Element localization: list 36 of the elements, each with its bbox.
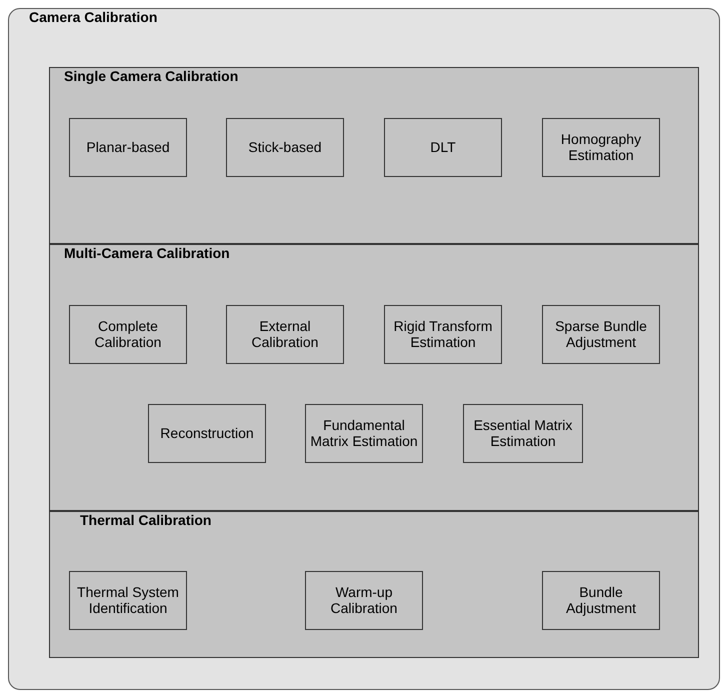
method-label: Thermal System Identification bbox=[76, 585, 180, 616]
method-label: Fundamental Matrix Estimation bbox=[309, 418, 419, 449]
method-box bbox=[305, 404, 423, 463]
method-label: Reconstruction bbox=[160, 426, 254, 442]
method-box bbox=[69, 571, 187, 630]
section-panel bbox=[49, 67, 699, 244]
method-box bbox=[69, 118, 187, 177]
method-box bbox=[148, 404, 266, 463]
method-label: Warm-up Calibration bbox=[330, 585, 398, 616]
method-label: Complete Calibration bbox=[94, 319, 162, 350]
method-label: Planar-based bbox=[86, 140, 170, 156]
method-box bbox=[463, 404, 583, 463]
section-heading: Thermal Calibration bbox=[80, 512, 212, 528]
method-box bbox=[542, 571, 660, 630]
section-heading: Camera Calibration bbox=[29, 9, 158, 25]
section-panel bbox=[49, 511, 699, 658]
section-panel bbox=[49, 244, 699, 511]
section-heading: Single Camera Calibration bbox=[64, 68, 238, 84]
method-box bbox=[305, 571, 423, 630]
section-heading: Multi-Camera Calibration bbox=[64, 245, 230, 261]
method-label: Stick-based bbox=[248, 140, 322, 156]
method-box bbox=[384, 305, 502, 364]
method-box bbox=[226, 118, 344, 177]
method-label: External Calibration bbox=[250, 319, 320, 350]
method-label: Sparse Bundle Adjustment bbox=[554, 319, 648, 350]
method-box bbox=[542, 118, 660, 177]
method-label: DLT bbox=[430, 140, 456, 156]
outer-panel bbox=[8, 8, 720, 690]
method-box bbox=[69, 305, 187, 364]
method-label: Homography Estimation bbox=[560, 132, 642, 163]
method-box bbox=[226, 305, 344, 364]
method-label: Rigid Transform Estimation bbox=[392, 319, 494, 350]
method-label: Essential Matrix Estimation bbox=[472, 418, 574, 449]
method-box bbox=[384, 118, 502, 177]
method-box bbox=[542, 305, 660, 364]
method-label: Bundle Adjustment bbox=[564, 585, 638, 616]
